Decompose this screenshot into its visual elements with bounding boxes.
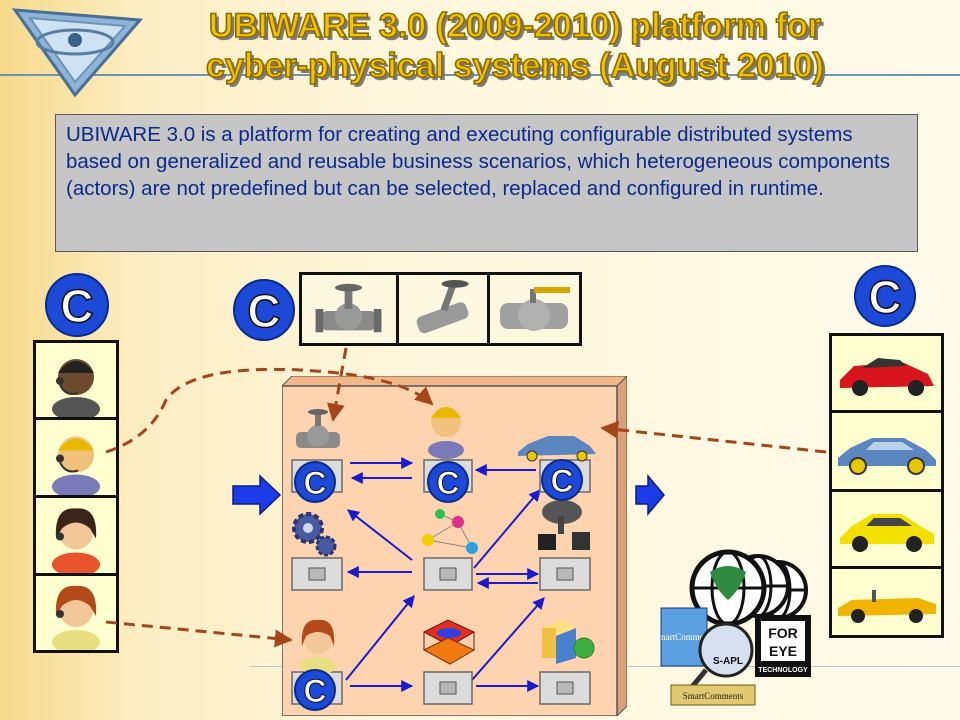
foreye-line2: EYE <box>769 643 797 659</box>
title-line-2: cyber-physical systems (August 2010) <box>205 46 825 86</box>
title-line-1: UBIWARE 3.0 (2009-2010) platform for <box>208 6 822 46</box>
smartcomments-label: SmartComments <box>654 632 715 642</box>
badge-letter: C <box>247 285 280 337</box>
globe-logos-icon <box>689 549 808 627</box>
man-headset-icon <box>36 343 116 420</box>
red-sports-car-icon <box>832 336 941 413</box>
component-badge-icon: C <box>854 265 916 327</box>
output-arrow-icon <box>635 473 665 517</box>
input-arrow-icon <box>232 474 282 516</box>
people-stack <box>33 340 119 653</box>
dashed-arrow-car-to-box <box>600 420 827 454</box>
man-headset-blond-icon <box>36 420 116 498</box>
globe-valve-icon <box>302 275 399 343</box>
angle-valve-icon <box>399 275 490 343</box>
platform-box <box>282 376 627 716</box>
foreye-sub: TECHNOLOGY <box>758 667 808 674</box>
smartcomments-bar-label: SmartComments <box>683 691 744 701</box>
foreye-line1: FOR <box>768 625 798 641</box>
sapl-logo: S-APL <box>684 622 754 696</box>
component-badge-icon: C <box>45 273 109 337</box>
yellow-convertible-icon <box>832 569 941 635</box>
woman-headset-icon <box>36 498 116 576</box>
badge-letter: C <box>868 271 901 323</box>
blue-sedan-icon <box>832 413 941 492</box>
foreye-logo: FOR EYE TECHNOLOGY <box>755 615 811 677</box>
dashed-arrow-person-to-actor <box>105 620 293 648</box>
cars-stack <box>829 333 944 638</box>
smartcomments-logo: SmartComments <box>654 607 715 667</box>
woman-headset-red-icon <box>36 576 116 650</box>
slide-title: UBIWARE 3.0 (2009-2010) platform for cyb… <box>110 6 920 86</box>
component-badge-icon: C <box>233 279 295 341</box>
valves-row <box>299 272 582 346</box>
header-rule <box>0 74 960 76</box>
triangle-logo-icon <box>11 8 144 98</box>
smartcomments-bar-logo: SmartComments <box>670 684 756 706</box>
yellow-coupe-icon <box>832 492 941 569</box>
description-box: UBIWARE 3.0 is a platform for creating a… <box>55 114 918 252</box>
ball-valve-icon <box>490 275 579 343</box>
badge-letter: C <box>60 280 93 332</box>
